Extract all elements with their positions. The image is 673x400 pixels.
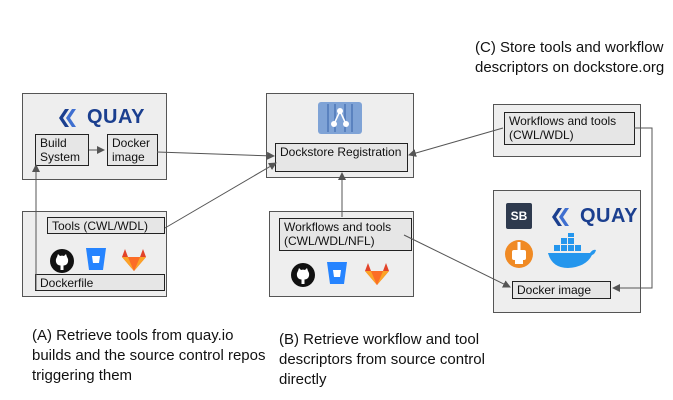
registries-panel: SB QUAY Docker image xyxy=(493,190,641,313)
docker-whale-icon xyxy=(548,233,596,268)
build-system-box: Build System xyxy=(35,134,89,166)
caption-c: (C) Store tools and workflow descriptors… xyxy=(475,39,665,76)
quay-logo-right: QUAY xyxy=(552,205,638,228)
source-control-direct-panel: Workflows and tools (CWL/WDL/NFL) xyxy=(269,211,414,297)
dockstore-registration-box: Dockstore Registration xyxy=(275,143,408,172)
gitlab-icon xyxy=(122,249,146,271)
arrow-dockstore-org-to-registration xyxy=(408,127,504,157)
dockstore-panel: Dockstore Registration xyxy=(266,93,414,178)
workflows-tools-cwl-wdl-nfl-box: Workflows and tools (CWL/WDL/NFL) xyxy=(279,218,412,251)
caption-b: (B) Retrieve workflow and tool descripto… xyxy=(279,331,485,388)
registry-robot-icon xyxy=(505,240,533,268)
bitbucket-icon xyxy=(86,248,106,270)
github-icon-center xyxy=(291,263,315,287)
quay-build-panel: QUAY Build System Docker image xyxy=(22,93,167,180)
dockerfile-box: Dockerfile xyxy=(35,274,165,291)
quay-icon xyxy=(59,108,76,127)
quay-logo-text-right: QUAY xyxy=(580,205,638,227)
dockstore-org-panel: Workflows and tools (CWL/WDL) xyxy=(493,104,641,157)
workflows-tools-cwl-wdl-box: Workflows and tools (CWL/WDL) xyxy=(504,112,635,145)
arrow-quay-to-registration xyxy=(156,151,275,160)
gitlab-icon-center xyxy=(365,263,389,285)
sevenbridges-logo: SB xyxy=(506,203,532,229)
tools-cwl-wdl-box: Tools (CWL/WDL) xyxy=(47,217,165,234)
docker-image-box-right: Docker image xyxy=(512,281,611,299)
quay-logo: QUAY xyxy=(59,106,145,129)
arrow-tools-to-registration xyxy=(164,162,277,229)
docker-image-box-left: Docker image xyxy=(107,134,158,166)
dockstore-icon xyxy=(318,102,362,134)
github-icon xyxy=(50,249,74,273)
bitbucket-icon-center xyxy=(327,262,347,284)
quay-icon-right xyxy=(552,207,569,226)
caption-a: (A) Retrieve tools from quay.io builds a… xyxy=(32,327,266,384)
source-repos-panel: Tools (CWL/WDL) Dockerfile xyxy=(22,211,167,297)
quay-logo-text: QUAY xyxy=(87,106,145,128)
